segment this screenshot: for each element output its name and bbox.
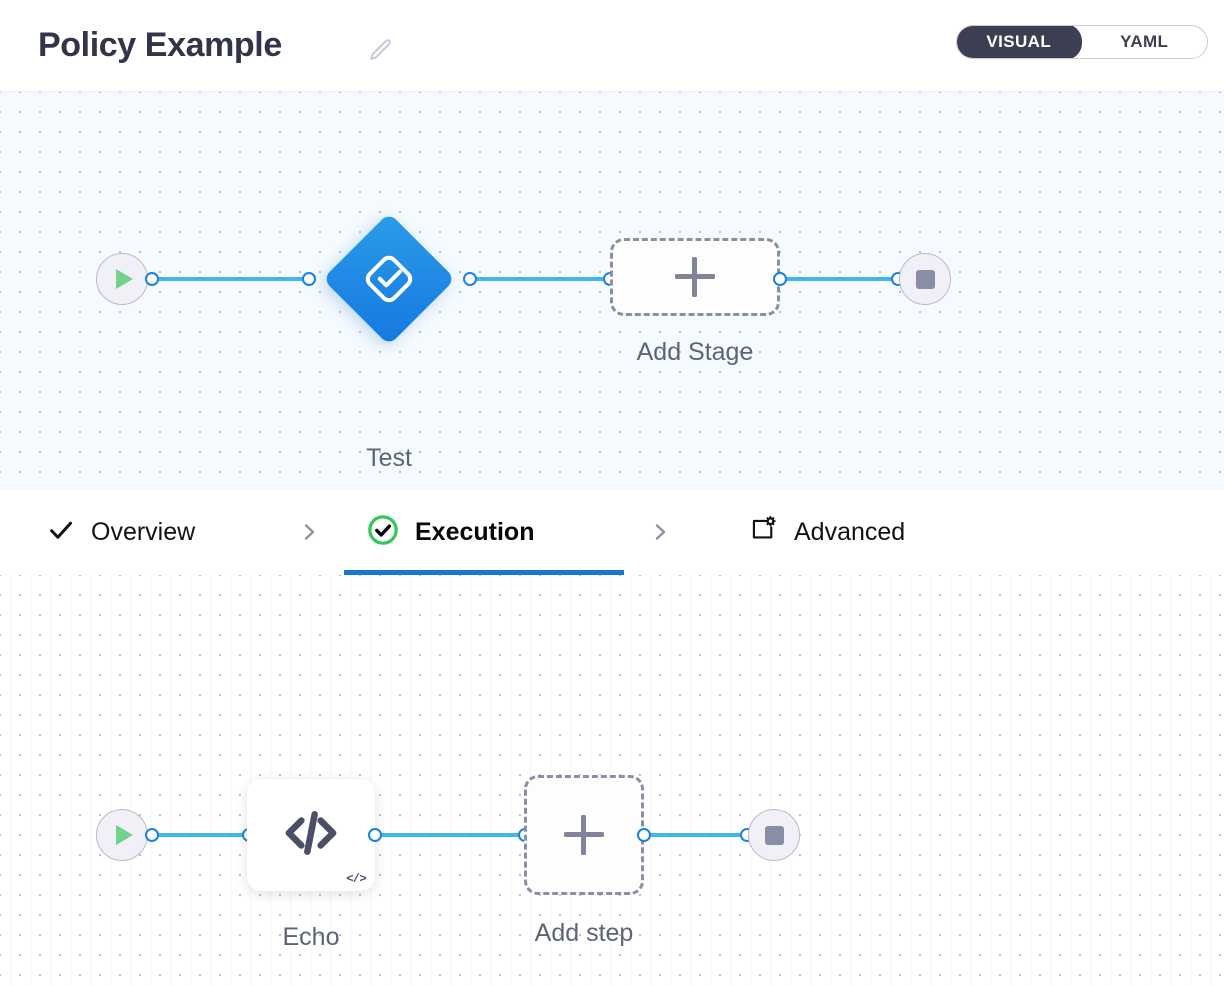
tab-advanced-label: Advanced <box>794 517 906 546</box>
page-title: Policy Example <box>38 26 282 64</box>
play-icon <box>116 825 133 845</box>
connector-dot-start-out[interactable] <box>145 272 159 286</box>
add-step-label: Add step <box>534 919 634 947</box>
check-circle-green-icon <box>366 513 400 552</box>
stages-start-node[interactable] <box>96 253 148 305</box>
step-type-badge: </> <box>346 872 366 886</box>
pipeline-steps-canvas[interactable]: </> Echo Add step <box>0 575 1224 986</box>
check-icon <box>46 515 76 550</box>
connector-add-step-to-end <box>644 833 756 837</box>
steps-start-node[interactable] <box>96 809 148 861</box>
add-step-button[interactable] <box>524 775 644 895</box>
connector-dot-add-step-out[interactable] <box>637 828 651 842</box>
chevron-right-icon-1 <box>297 520 321 544</box>
stage-label-test: Test <box>366 444 412 472</box>
code-icon <box>277 799 345 872</box>
steps-end-node[interactable] <box>748 809 800 861</box>
connector-dot-test-in[interactable] <box>302 272 316 286</box>
mode-toggle-visual[interactable]: VISUAL <box>957 26 1082 58</box>
mode-toggle-yaml[interactable]: YAML <box>1120 32 1169 51</box>
play-icon <box>116 269 133 289</box>
advanced-settings-icon <box>747 514 779 551</box>
connector-start-to-echo <box>152 833 252 837</box>
add-stage-label: Add Stage <box>636 338 754 366</box>
tab-overview[interactable]: Overview <box>24 489 246 575</box>
pipeline-stages-canvas[interactable]: Test Add Stage <box>0 91 1224 489</box>
plus-icon <box>564 815 604 855</box>
check-diamond-icon <box>323 213 455 345</box>
connector-start-to-test <box>152 277 312 281</box>
plus-icon <box>675 257 715 297</box>
connector-dot-echo-out[interactable] <box>368 828 382 842</box>
step-label-echo: Echo <box>282 923 340 951</box>
tab-execution-label: Execution <box>415 517 535 546</box>
add-stage-button[interactable] <box>610 238 780 316</box>
section-tabbar: Overview Execution Advanced <box>0 489 1224 575</box>
stop-icon <box>764 825 784 845</box>
stop-icon <box>915 269 935 289</box>
chevron-right-icon-2 <box>648 520 672 544</box>
stage-node-test[interactable] <box>322 212 456 346</box>
pencil-icon[interactable] <box>366 37 394 65</box>
connector-test-to-add-stage <box>468 277 614 281</box>
connector-dot-add-stage-out[interactable] <box>773 272 787 286</box>
page-header: Policy Example VISUAL YAML <box>0 0 1224 91</box>
tab-advanced[interactable]: Advanced <box>725 489 975 575</box>
tab-overview-label: Overview <box>91 517 196 546</box>
view-mode-toggle[interactable]: VISUAL YAML <box>956 25 1208 59</box>
connector-add-stage-to-end <box>780 277 904 281</box>
step-node-echo[interactable]: </> <box>247 779 375 891</box>
connector-dot-test-out[interactable] <box>463 272 477 286</box>
connector-dot-steps-start-out[interactable] <box>145 828 159 842</box>
connector-echo-to-add-step <box>375 833 527 837</box>
tab-execution[interactable]: Execution <box>344 489 624 575</box>
stages-end-node[interactable] <box>899 253 951 305</box>
